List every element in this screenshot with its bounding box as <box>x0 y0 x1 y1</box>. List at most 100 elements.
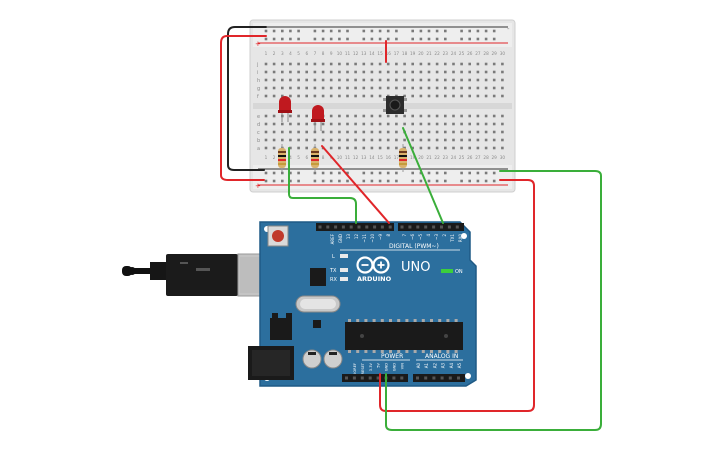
power-jack[interactable] <box>248 346 294 380</box>
header-pin-label: AREF <box>330 233 335 244</box>
bb-col-label-bottom: 30 <box>500 155 506 160</box>
led-rx-label: RX <box>330 277 337 283</box>
digital-header[interactable] <box>316 223 464 231</box>
led-1[interactable] <box>278 96 292 122</box>
bb-col-label-bottom: 17 <box>394 155 400 160</box>
analog-pin-label: A4 <box>449 363 454 369</box>
header-pin-label: GND <box>338 234 343 243</box>
bb-col-label-bottom: 1 <box>265 155 268 160</box>
wire-black-gnd-rail[interactable] <box>227 26 267 171</box>
bb-row-label: d <box>257 122 260 128</box>
usb-chip <box>310 268 326 286</box>
header-pin-label: ~11 <box>362 234 367 243</box>
model-label: UNO <box>401 260 430 275</box>
led-tx <box>340 268 348 272</box>
bb-col-label-bottom: 24 <box>451 155 457 160</box>
pushbutton[interactable] <box>383 96 407 114</box>
analog-header-label: ANALOG IN <box>425 353 458 360</box>
header-pin-label: TX1 <box>450 234 455 243</box>
wire-red-5v-to-rail[interactable] <box>379 179 535 412</box>
power-pin-label: VIN <box>400 363 404 370</box>
bb-col-label-top: 23 <box>443 51 449 56</box>
status-leds: L TX RX <box>329 254 348 283</box>
bb-col-label-bottom: 4 <box>289 155 292 160</box>
bb-col-label-top: 16 <box>386 51 392 56</box>
led-2[interactable] <box>311 105 325 131</box>
bb-col-label-bottom: 20 <box>418 155 424 160</box>
digital-header-label: DIGITAL (PWM~) <box>389 243 439 250</box>
power-pin-label: IOREF <box>353 363 357 374</box>
analog-pin-label: A1 <box>424 363 429 369</box>
bb-col-label-top: 4 <box>289 51 292 56</box>
rail-plus-label: + <box>255 40 261 48</box>
power-header[interactable] <box>342 374 465 382</box>
led-rx <box>340 277 348 281</box>
resistor-2[interactable] <box>311 144 319 172</box>
bb-col-label-top: 15 <box>377 51 383 56</box>
header-pin-label: ~6 <box>410 234 415 240</box>
bb-col-label-bottom: 28 <box>483 155 489 160</box>
power-header-label: POWER <box>381 353 403 360</box>
bb-col-label-top: 17 <box>394 51 400 56</box>
bb-col-label-top: 30 <box>500 51 506 56</box>
header-pin-label: ~3 <box>434 234 439 240</box>
bb-col-label-bottom: 16 <box>386 155 392 160</box>
analog-pin-label: A5 <box>457 363 462 369</box>
power-pin-label: GND <box>385 363 389 371</box>
bb-col-label-bottom: 5 <box>297 155 300 160</box>
crystal-oscillator <box>295 295 341 313</box>
bb-col-label-top: 24 <box>451 51 457 56</box>
reset-button[interactable] <box>267 225 289 247</box>
bb-row-label: e <box>257 114 260 120</box>
bb-col-label-bottom: 15 <box>377 155 383 160</box>
bb-row-label: b <box>257 138 260 144</box>
bb-col-label-bottom: 27 <box>475 155 481 160</box>
power-pin-label: RESET <box>361 362 365 374</box>
bb-col-label-bottom: 29 <box>492 155 498 160</box>
bb-col-label-top: 22 <box>434 51 440 56</box>
resistor-1[interactable] <box>278 144 286 172</box>
wire-green-pin2-button[interactable] <box>402 127 444 224</box>
bb-col-label-top: 21 <box>426 51 432 56</box>
header-pin-label: 4 <box>426 234 431 237</box>
header-pin-label: 2 <box>442 234 447 237</box>
power-pin-label: 3.3V <box>369 362 373 371</box>
atmega-chip <box>345 319 463 353</box>
bb-col-label-top: 2 <box>273 51 276 56</box>
on-led: ON <box>441 269 463 275</box>
bb-col-label-bottom: 23 <box>443 155 449 160</box>
resistor-3[interactable] <box>399 144 407 172</box>
rail-minus-label: - <box>507 25 510 33</box>
bb-col-label-top: 9 <box>330 51 333 56</box>
brand-label: ARDUINO <box>357 275 392 283</box>
analog-pin-label: A0 <box>416 363 421 369</box>
arduino-logo <box>356 256 390 274</box>
bb-col-label-top: 18 <box>402 51 408 56</box>
rail-plus-label-bottom: + <box>255 182 261 190</box>
bb-col-label-top: 11 <box>345 51 351 56</box>
bb-col-label-top: 1 <box>265 51 268 56</box>
wire-red-pin8-led[interactable] <box>321 145 390 224</box>
wire-green-pin9-led[interactable] <box>288 147 357 224</box>
wire-red-5v-rail[interactable] <box>220 35 267 181</box>
analog-pin-label: A2 <box>432 363 437 369</box>
bb-col-label-top: 7 <box>314 51 317 56</box>
bb-col-label-bottom: 10 <box>337 155 343 160</box>
header-pin-label: ~5 <box>418 234 423 240</box>
led-tx-label: TX <box>329 268 337 274</box>
bb-col-label-top: 25 <box>459 51 465 56</box>
power-pin-label: GND <box>393 363 397 371</box>
bb-col-label-top: 5 <box>297 51 300 56</box>
bb-row-label: c <box>257 130 260 136</box>
header-pin-label: 12 <box>354 234 359 240</box>
analog-pin-label: A3 <box>441 363 446 369</box>
bb-row-label: h <box>257 78 260 84</box>
bb-col-label-bottom: 11 <box>345 155 351 160</box>
bb-col-label-top: 3 <box>281 51 284 56</box>
bb-col-label-bottom: 25 <box>459 155 465 160</box>
bb-col-label-bottom: 19 <box>410 155 416 160</box>
wire-green-gnd-to-rail[interactable] <box>385 170 602 431</box>
bb-col-label-top: 19 <box>410 51 416 56</box>
